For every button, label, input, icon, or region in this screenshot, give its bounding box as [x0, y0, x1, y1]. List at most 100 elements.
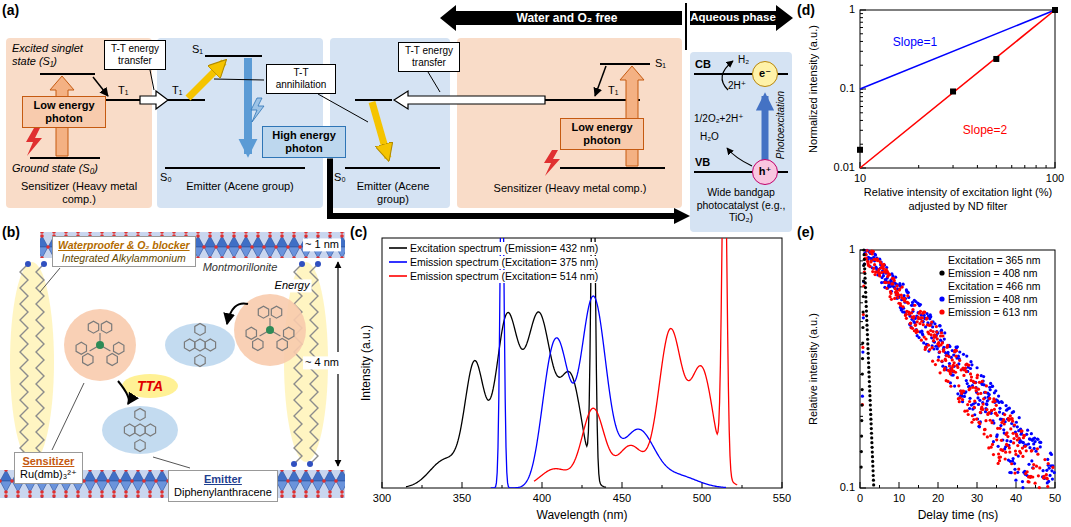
label-slot: Wavelength (nm): [537, 508, 628, 522]
arrow-label: Water and O₂ free: [517, 11, 618, 25]
decay-plot: [1046, 485, 1049, 488]
molecule: [114, 342, 124, 354]
decay-plot: [860, 273, 863, 274]
spectrum-chart: [782, 482, 783, 488]
node-text: T₁: [172, 84, 182, 97]
decay-plot: [1016, 425, 1019, 428]
decay-plot: [940, 360, 943, 363]
text-slot: T₁: [608, 84, 618, 97]
process-label: TTA: [137, 378, 163, 395]
decay-plot: [1004, 457, 1007, 460]
decay-plot: [965, 354, 968, 357]
decay-plot: [901, 285, 904, 288]
power-plot: [996, 165, 997, 168]
decay-plot: [868, 394, 871, 397]
power-plot: [857, 7, 1058, 168]
label-slot: ~ 4 nm: [303, 356, 341, 369]
label-box: High energy photon: [262, 126, 346, 158]
decay-plot: [971, 386, 974, 389]
decay-plot: [1038, 486, 1041, 489]
decay-plot: [872, 483, 875, 486]
decay-plot: [962, 390, 965, 393]
decay-plot: [1031, 466, 1034, 469]
decay-plot: [964, 363, 967, 366]
decay-plot: [860, 248, 1056, 489]
decay-plot: [969, 360, 972, 363]
spectrum-chart: [382, 111, 782, 488]
decay-plot: [968, 397, 971, 400]
energy-level: [40, 73, 95, 75]
node-text: Emitter (Acene group): [340, 180, 446, 206]
decay-plot: [935, 325, 938, 328]
power-plot: [860, 92, 863, 93]
axis-title: Relative intensity (a.u.): [807, 313, 820, 425]
legend-sample: [388, 243, 410, 253]
power-plot: [860, 10, 1055, 168]
decay-plot: [942, 348, 945, 351]
label-slot: 450: [613, 492, 631, 505]
decay-plot: [861, 326, 864, 329]
decay-plot: [869, 403, 872, 406]
spectrum-chart: [502, 485, 503, 488]
decay-plot: [890, 298, 893, 301]
transfer-arrow: [394, 91, 545, 109]
decay-plot: [965, 379, 968, 382]
molecule: [135, 440, 145, 452]
label-slot: 1: [849, 3, 855, 16]
decay-plot: [865, 249, 868, 252]
decay-plot: [1012, 424, 1015, 427]
decay-plot: [970, 421, 973, 424]
molecule: [284, 327, 294, 339]
text-slot: S₁: [192, 43, 203, 56]
legend-sample: [939, 271, 944, 276]
decay-plot: [1035, 465, 1038, 468]
header-arrow: [690, 5, 793, 31]
decay-plot: [985, 403, 988, 406]
axis-title: adjusted by ND filter: [908, 200, 1007, 213]
decay-plot: [991, 443, 994, 446]
energy-level: [30, 157, 100, 159]
legend-text: Excitation = 365 nm: [948, 254, 1041, 267]
power-plot: [918, 165, 919, 168]
excitation-arrow: [372, 102, 388, 158]
header-arrow: [440, 3, 793, 50]
decay-plot: [978, 425, 981, 428]
decay-plot: [977, 403, 980, 406]
power-plot: [860, 27, 863, 28]
decay-plot: [985, 384, 988, 387]
legend-row: Excitation = 466 nm: [936, 280, 1043, 293]
molecule: [41, 261, 47, 267]
legend-text: Emission spectrum (Excitation= 375 nm): [410, 256, 598, 269]
decay-plot: [947, 355, 950, 358]
decay-plot: [916, 301, 919, 304]
decay-plot: [869, 399, 872, 402]
decay-plot: [887, 273, 890, 276]
decay-plot: [931, 330, 934, 333]
decay-plot: [1009, 427, 1012, 430]
power-plot: [860, 33, 863, 34]
node-text: VB: [695, 156, 710, 169]
decay-plot: [1008, 407, 1011, 410]
header-arrow: [685, 3, 687, 50]
decay-plot: [884, 281, 887, 284]
decay-plot: [1045, 476, 1048, 479]
power-plot: [860, 17, 863, 18]
decay-plot: [862, 248, 865, 251]
molecule: [291, 461, 297, 467]
arrow-label: Energy: [275, 279, 310, 292]
label-slot: 50: [1049, 492, 1061, 505]
decay-plot: [1000, 439, 1003, 442]
node-text: H₂: [738, 54, 749, 66]
molecule: [102, 406, 178, 454]
decay-plot: [867, 366, 870, 369]
decay-plot: [976, 374, 979, 377]
node-text: T-T energy transfer: [110, 43, 160, 67]
molecule: [184, 339, 194, 351]
decay-plot: [988, 393, 991, 396]
tick-label: 10: [854, 172, 866, 185]
decay-plot: [996, 433, 999, 436]
excitation-arrow: [188, 62, 224, 98]
dimension-label: ~ 4 nm: [305, 356, 339, 369]
molecule: [96, 341, 104, 349]
decay-plot: [906, 290, 909, 293]
